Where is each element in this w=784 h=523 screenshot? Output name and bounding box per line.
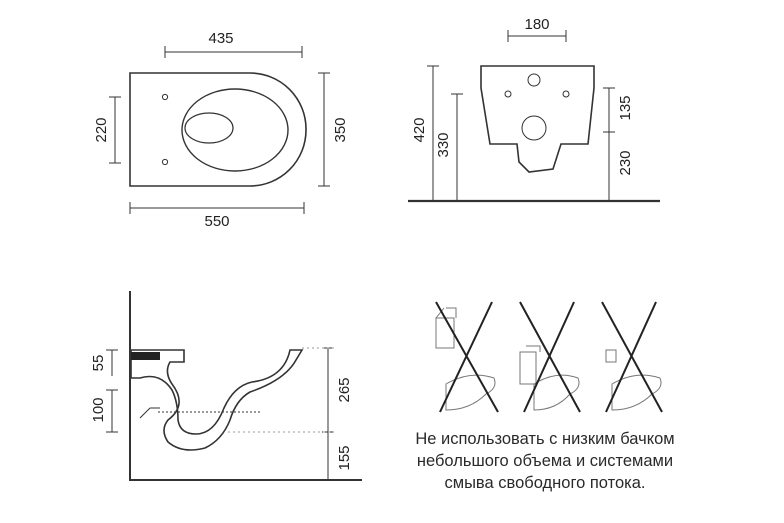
bowl-right (611, 374, 662, 411)
tank-rectangle-left (435, 307, 457, 349)
tank-rectangle-middle (519, 345, 541, 385)
dim-right-155: 155 (336, 445, 353, 470)
fixing-hole-bottom (161, 158, 169, 166)
front-view-body (480, 65, 595, 173)
dim-line-330 (451, 93, 463, 201)
warning-line-3: смыва свободного потока. (444, 474, 646, 492)
side-height-ref (228, 347, 334, 433)
dim-line-350 (318, 72, 330, 187)
front-inlet-top (527, 73, 541, 87)
warning-line-1: Не использовать с низким бачком (415, 430, 675, 448)
warning-line-2: небольшого объема и системами (416, 452, 674, 470)
dim-right-265: 265 (336, 377, 353, 402)
bowl-left (445, 374, 496, 411)
dim-line-220 (109, 96, 121, 164)
side-wall-line (129, 291, 362, 481)
fixing-hole-top (161, 93, 169, 101)
dim-right-135: 135 (617, 95, 634, 120)
dim-line-265 (322, 347, 334, 433)
dim-left-55: 55 (90, 355, 107, 372)
cross-middle (519, 301, 581, 413)
dim-line-420 (427, 65, 439, 201)
top-view-bowl-outline (129, 72, 307, 187)
dim-line-435 (164, 46, 303, 58)
dim-top-180: 180 (524, 16, 549, 33)
side-view (106, 291, 362, 481)
no-low-tank-icon (435, 301, 499, 413)
dim-left-220: 220 (93, 117, 110, 142)
dim-line-135 (603, 87, 615, 133)
top-view (109, 46, 330, 214)
dim-line-550 (129, 202, 305, 214)
top-view-rim (181, 88, 289, 172)
front-outlet (521, 115, 547, 141)
no-small-tank-icon (519, 301, 581, 413)
flush-button-right (605, 349, 617, 363)
side-view-tank-block (131, 352, 160, 360)
dim-line-100 (106, 389, 118, 433)
dim-left-330: 330 (435, 132, 452, 157)
warning-note: Не использовать с низким бачком небольшо… (360, 428, 730, 494)
dim-bottom-550: 550 (204, 213, 229, 230)
dim-line-55 (106, 349, 118, 376)
dim-left-100: 100 (90, 397, 107, 422)
side-view-body (130, 349, 304, 451)
side-inlet-line (139, 407, 160, 419)
bowl-middle (533, 374, 580, 411)
cross-right (601, 301, 663, 413)
dim-line-180 (507, 30, 567, 42)
dim-top-435: 435 (208, 30, 233, 47)
dim-right-230: 230 (617, 150, 634, 175)
dim-right-350: 350 (332, 117, 349, 142)
top-view-waterwell (184, 112, 234, 144)
cross-left (435, 301, 499, 413)
front-hole-left (504, 90, 512, 98)
no-free-flush-icon (601, 301, 663, 413)
front-hole-right (562, 90, 570, 98)
dim-left-420: 420 (411, 117, 428, 142)
front-view (408, 30, 660, 203)
